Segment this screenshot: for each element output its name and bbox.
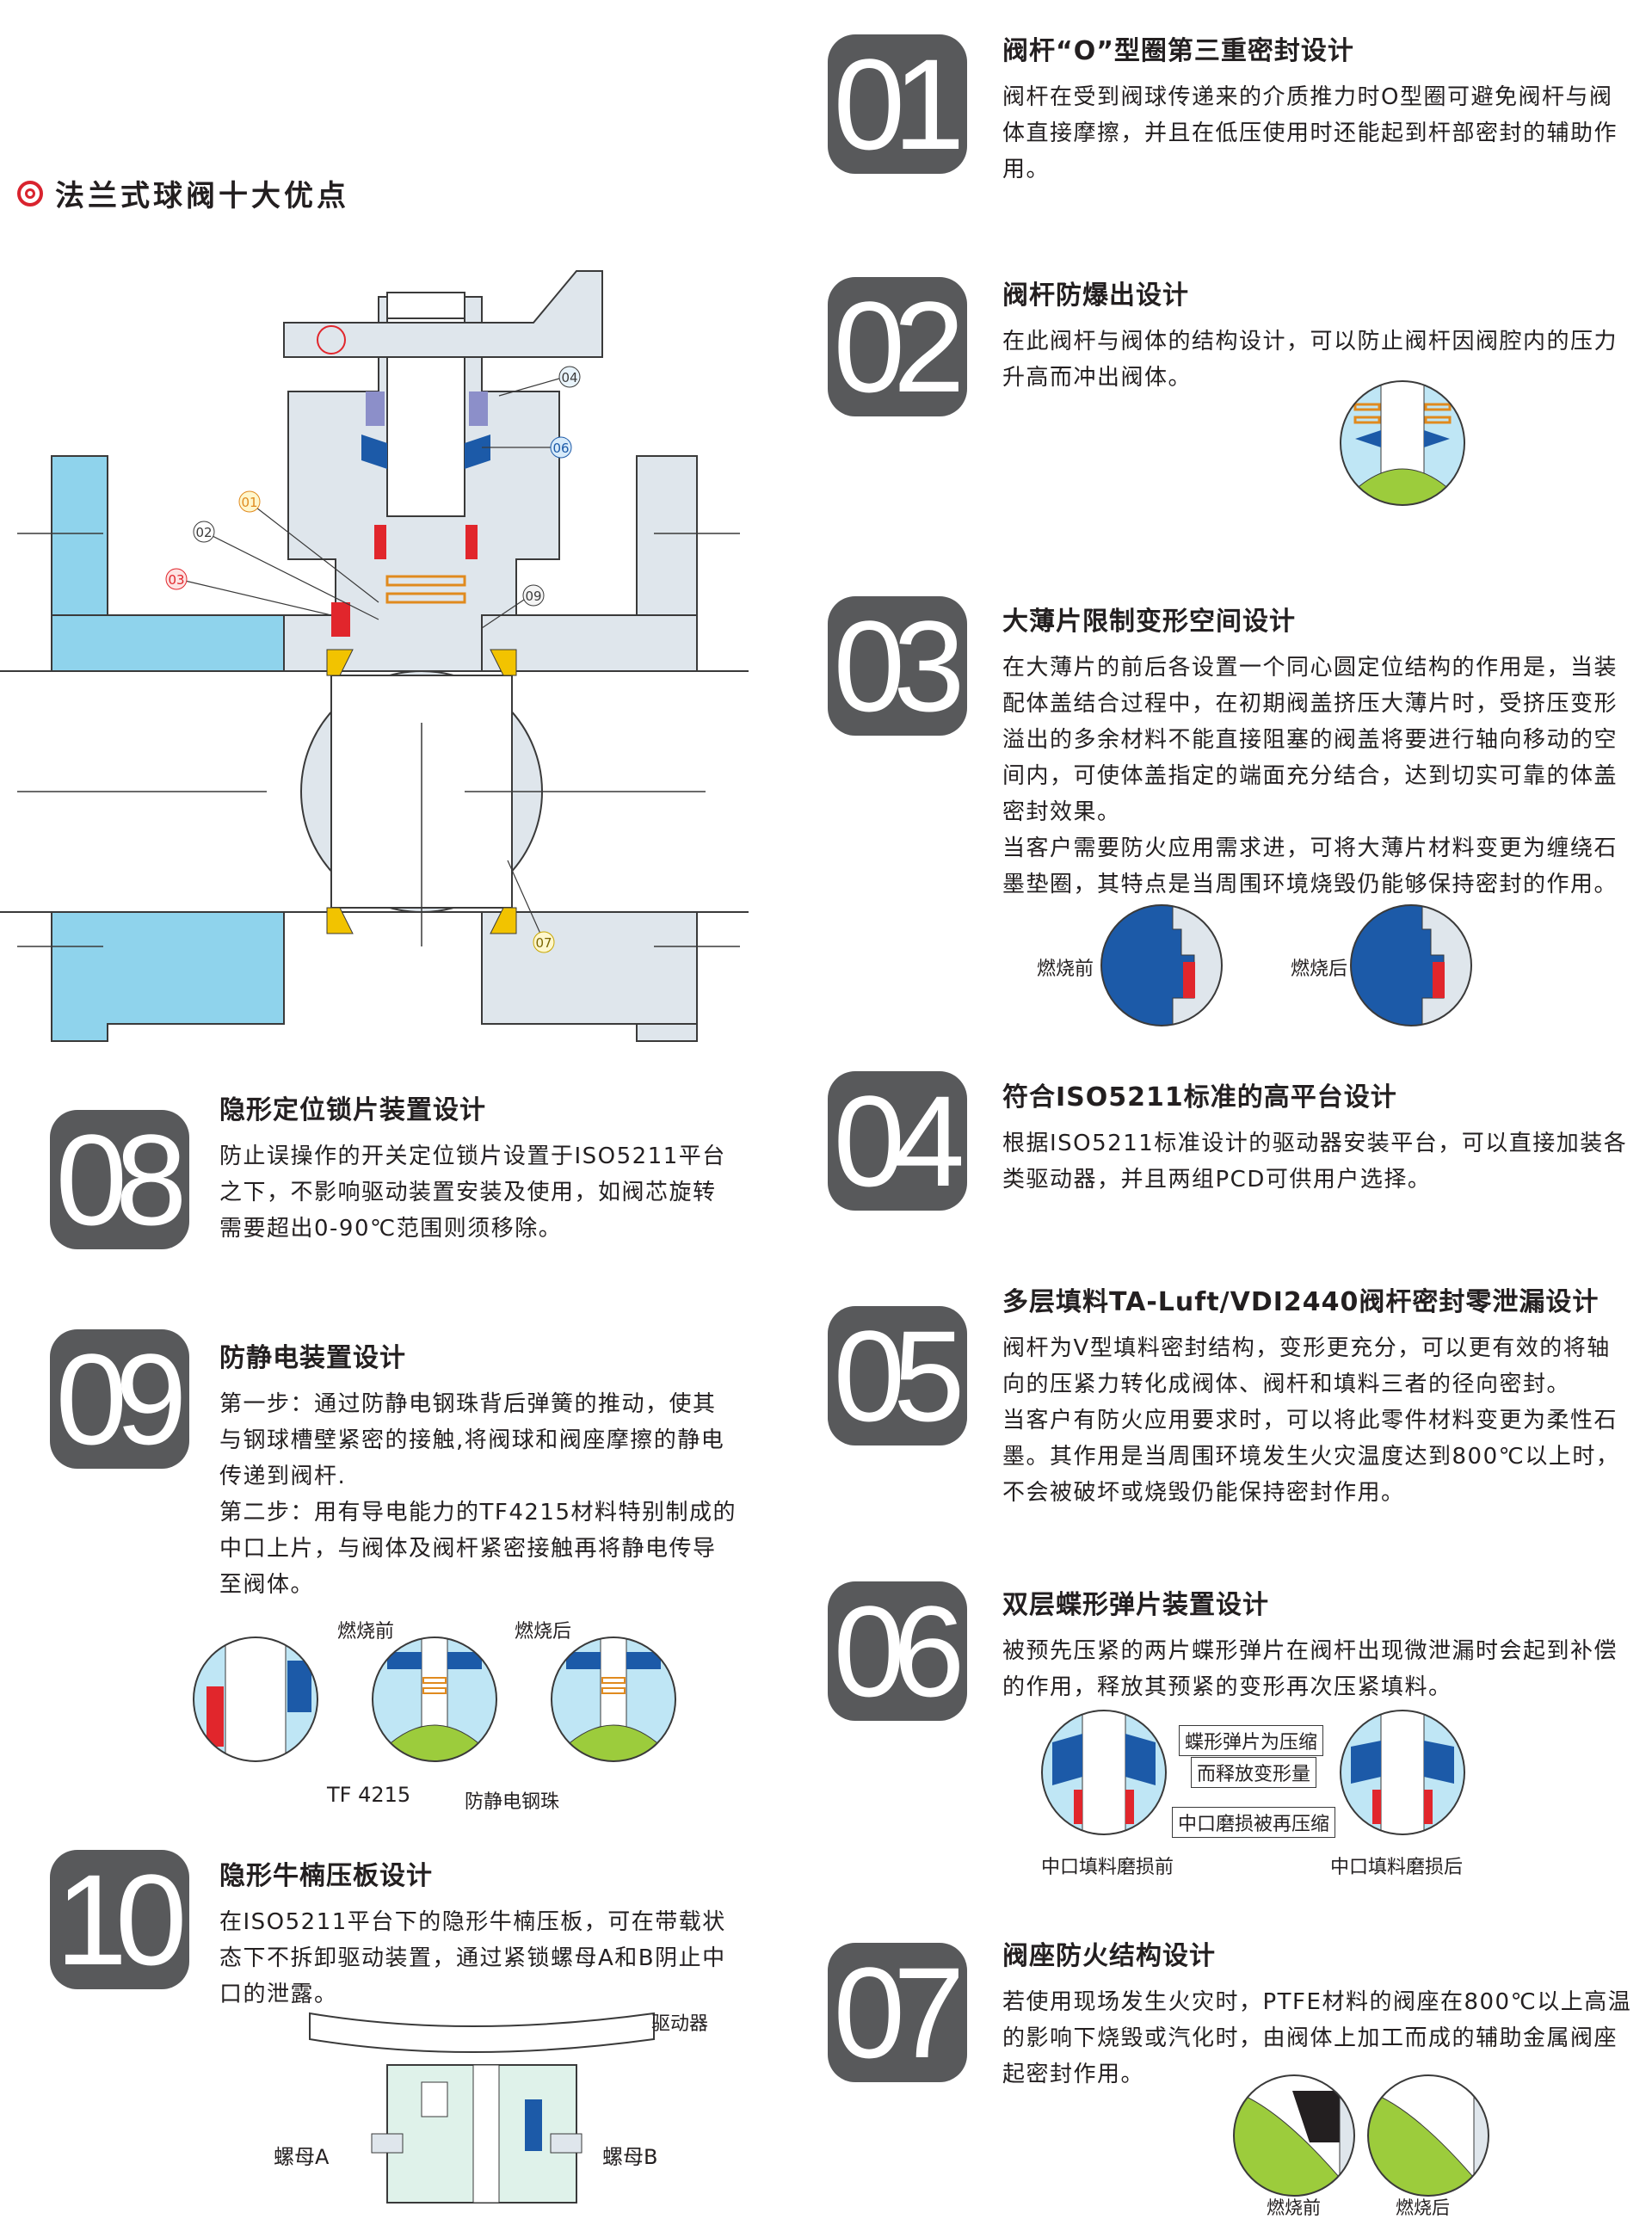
stem-blowout-detail bbox=[1340, 380, 1465, 506]
callout-02: 02 bbox=[193, 521, 215, 543]
badge-05: 05 bbox=[828, 1306, 967, 1445]
belleville-after-detail bbox=[1340, 1710, 1465, 1835]
caption-after-burn: 燃烧后 bbox=[1291, 958, 1348, 980]
svg-text:04: 04 bbox=[561, 370, 577, 385]
bullseye-icon bbox=[17, 180, 43, 206]
caption-after-wear: 中口填料磨损后 bbox=[1330, 1857, 1464, 1878]
feature-title: 符合ISO5211标准的高平台设计 bbox=[1002, 1082, 1397, 1113]
feature-08: 隐形定位锁片装置设计 防止误操作的开关定位锁片设置于ISO5211平台之下，不影… bbox=[219, 1088, 770, 1247]
svg-text:02: 02 bbox=[195, 525, 212, 540]
badge-10: 10 bbox=[50, 1850, 189, 1989]
pin-icon bbox=[317, 325, 346, 354]
badge-04: 04 bbox=[828, 1071, 967, 1211]
feature-06: 双层蝶形弹片装置设计 被预先压紧的两片蝶形弹片在阀杆出现微泄漏时会起到补偿的作用… bbox=[1002, 1583, 1648, 1705]
feature-title: 阀杆“O”型圈第三重密封设计 bbox=[1002, 36, 1354, 66]
feature-01: 阀杆“O”型圈第三重密封设计 阀杆在受到阀球传递来的介质推力时O型圈可避免阀杆与… bbox=[1002, 29, 1648, 188]
antistatic-detail-a bbox=[193, 1637, 318, 1762]
feature-title: 多层填料TA-Luft/VDI2440阀杆密封零泄漏设计 bbox=[1002, 1287, 1600, 1317]
centerlines bbox=[17, 533, 740, 947]
feature-text: 根据ISO5211标准设计的驱动器安装平台，可以直接加装各类驱动器，并且两组PC… bbox=[1002, 1131, 1628, 1193]
feature-03: 大薄片限制变形空间设计 在大薄片的前后各设置一个同心圆定位结构的作用是，当装配体… bbox=[1002, 600, 1648, 903]
callout-compressed: 蝶形弹片为压缩 bbox=[1179, 1725, 1324, 1756]
feature-text: 若使用现场发生火灾时，PTFE材料的阀座在800℃以上高温的影响下烧毁或汽化时，… bbox=[1002, 1989, 1632, 2087]
svg-text:03: 03 bbox=[168, 572, 184, 588]
feature-text: 阀杆在受到阀球传递来的介质推力时O型圈可避免阀杆与阀体直接摩擦，并且在低压使用时… bbox=[1002, 84, 1618, 182]
badge-03: 03 bbox=[828, 596, 967, 736]
badge-09: 09 bbox=[50, 1329, 189, 1469]
callout-06: 06 bbox=[550, 436, 572, 459]
caption-nut-b: 螺母B bbox=[602, 2145, 658, 2169]
badge-08: 08 bbox=[50, 1110, 189, 1249]
feature-title: 双层蝶形弹片装置设计 bbox=[1002, 1590, 1269, 1620]
badge-07: 07 bbox=[828, 1943, 967, 2082]
packing-stack bbox=[361, 391, 490, 469]
stem-washers bbox=[385, 575, 466, 604]
feature-title: 大薄片限制变形空间设计 bbox=[1002, 607, 1296, 637]
caption-actuator: 驱动器 bbox=[651, 2013, 709, 2035]
feature-05: 多层填料TA-Luft/VDI2440阀杆密封零泄漏设计 阀杆为V型填料密封结构… bbox=[1002, 1280, 1648, 1511]
badge-02: 02 bbox=[828, 277, 967, 416]
gasket-before-detail bbox=[1100, 904, 1223, 1026]
callout-07: 07 bbox=[533, 931, 555, 953]
feature-text: 在ISO5211平台下的隐形牛楠压板，可在带载状态下不拆卸驱动装置，通过紧锁螺母… bbox=[219, 1909, 726, 2007]
seat-after-detail bbox=[1367, 2074, 1489, 2197]
feature-02: 阀杆防爆出设计 在此阀杆与阀体的结构设计，可以防止阀杆因阀腔内的压力升高而冲出阀… bbox=[1002, 274, 1648, 396]
feature-title: 隐形定位锁片装置设计 bbox=[219, 1095, 486, 1125]
feature-title: 隐形牛楠压板设计 bbox=[219, 1861, 433, 1891]
antistatic-detail-c bbox=[551, 1637, 676, 1762]
callout-recompressed: 中口磨损被再压缩 bbox=[1172, 1807, 1336, 1838]
callout-01: 01 bbox=[238, 490, 261, 513]
page-title: 法兰式球阀十大优点 bbox=[55, 179, 349, 213]
feature-text: 被预先压紧的两片蝶形弹片在阀杆出现微泄漏时会起到补偿的作用，释放其预紧的变形再次… bbox=[1002, 1638, 1618, 1700]
caption-before-burn: 燃烧前 bbox=[1267, 2197, 1321, 2218]
svg-text:07: 07 bbox=[535, 935, 552, 951]
svg-text:09: 09 bbox=[525, 589, 541, 604]
callout-03: 03 bbox=[165, 568, 188, 590]
antistatic-detail-b bbox=[372, 1637, 497, 1762]
feature-10: 隐形牛楠压板设计 在ISO5211平台下的隐形牛楠压板，可在带载状态下不拆卸驱动… bbox=[219, 1854, 770, 2013]
gland-plate-diagram bbox=[309, 2012, 655, 2204]
svg-text:06: 06 bbox=[552, 441, 569, 456]
feature-title: 阀座防火结构设计 bbox=[1002, 1941, 1216, 1971]
handle bbox=[283, 270, 603, 358]
feature-text: 第一步：通过防静电钢珠背后弹簧的推动，使其与钢球槽壁紧密的接触,将阀球和阀座摩擦… bbox=[219, 1391, 737, 1598]
feature-title: 阀杆防爆出设计 bbox=[1002, 280, 1189, 311]
feature-text: 防止误操作的开关定位锁片设置于ISO5211平台之下，不影响驱动装置安装及使用，… bbox=[219, 1143, 726, 1242]
callout-04: 04 bbox=[558, 366, 581, 388]
feature-07: 阀座防火结构设计 若使用现场发生火灾时，PTFE材料的阀座在800℃以上高温的影… bbox=[1002, 1934, 1648, 2093]
feature-text: 在此阀杆与阀体的结构设计，可以防止阀杆因阀腔内的压力升高而冲出阀体。 bbox=[1002, 329, 1618, 391]
seat-before-detail bbox=[1233, 2074, 1355, 2197]
caption-tf4215: TF 4215 bbox=[327, 1783, 411, 1807]
feature-text: 阀杆为V型填料密封结构，变形更充分，可以更有效的将轴向的压紧力转化成阀体、阀杆和… bbox=[1002, 1335, 1620, 1506]
caption-nut-a: 螺母A bbox=[274, 2145, 330, 2169]
page-heading: 法兰式球阀十大优点 bbox=[17, 172, 349, 214]
svg-text:01: 01 bbox=[241, 495, 257, 510]
badge-06: 06 bbox=[828, 1581, 967, 1721]
feature-text: 在大薄片的前后各设置一个同心圆定位结构的作用是，当装配体盖结合过程中，在初期阀盖… bbox=[1002, 655, 1618, 897]
feature-09: 防静电装置设计 第一步：通过防静电钢珠背后弹簧的推动，使其与钢球槽壁紧密的接触,… bbox=[219, 1336, 770, 1603]
caption-antistatic-ball: 防静电钢珠 bbox=[465, 1791, 560, 1813]
badge-01: 01 bbox=[828, 34, 967, 174]
belleville-before-detail bbox=[1041, 1710, 1167, 1835]
gasket-after-detail bbox=[1350, 904, 1472, 1026]
stem-nut bbox=[386, 292, 465, 319]
caption-after-burn: 燃烧后 bbox=[515, 1621, 572, 1643]
feature-title: 防静电装置设计 bbox=[219, 1343, 406, 1373]
valve-cross-section-diagram: 01 02 03 04 06 07 09 bbox=[0, 270, 749, 1042]
caption-before-burn: 燃烧前 bbox=[1037, 958, 1094, 980]
callout-release: 而释放变形量 bbox=[1191, 1757, 1317, 1788]
caption-after-burn: 燃烧后 bbox=[1396, 2197, 1450, 2218]
feature-04: 符合ISO5211标准的高平台设计 根据ISO5211标准设计的驱动器安装平台，… bbox=[1002, 1076, 1648, 1198]
callout-09: 09 bbox=[522, 584, 545, 607]
seats bbox=[326, 649, 517, 934]
caption-before-wear: 中口填料磨损前 bbox=[1041, 1857, 1174, 1878]
callout-leaders bbox=[184, 378, 560, 934]
caption-before-burn: 燃烧前 bbox=[337, 1621, 395, 1643]
